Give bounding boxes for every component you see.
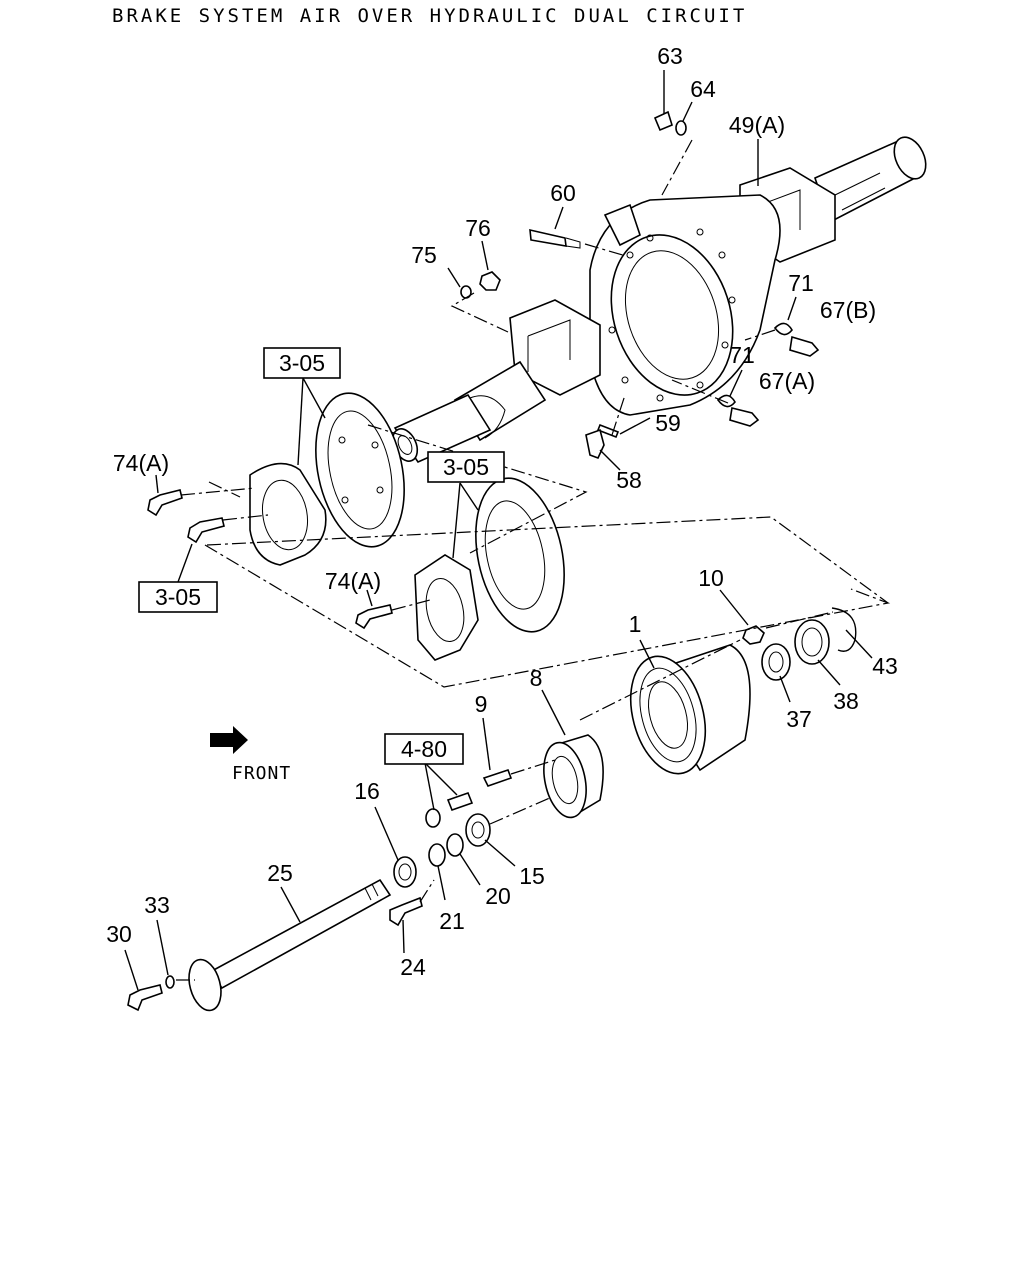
axle-flange	[188, 958, 222, 1012]
center-lines	[176, 139, 891, 981]
bolt-24	[389, 896, 423, 927]
ref-3-05-top: 3-05	[279, 350, 325, 376]
ref-box-3-05-top	[263, 347, 341, 379]
ref-4-80: 4-80	[401, 736, 447, 762]
bolt-67b	[789, 335, 820, 357]
hub-nut	[425, 808, 441, 828]
hub-bolt	[446, 791, 474, 812]
washer-33	[165, 975, 175, 989]
seal-16	[393, 856, 417, 888]
callout-15: 15	[519, 863, 545, 889]
ref-box-3-05-left	[138, 581, 218, 613]
bolt-67a	[729, 407, 760, 427]
callout-58: 58	[616, 467, 642, 493]
ref-3-05-left: 3-05	[155, 584, 201, 610]
callout-74a-mid: 74(A)	[325, 568, 381, 594]
callout-60: 60	[550, 180, 576, 206]
ref-3-05-mid: 3-05	[443, 454, 489, 480]
nut-10	[742, 625, 765, 645]
callout-63: 63	[657, 43, 683, 69]
callout-74a-top: 74(A)	[113, 450, 169, 476]
callout-20: 20	[485, 883, 511, 909]
bolt-74a-left	[187, 517, 225, 544]
brake-backing-assembly	[147, 392, 565, 661]
callout-labels: 63 64 49(A) 60 76 75 71 67(B) 71 67(A) 5…	[106, 43, 898, 980]
hub-drum-assembly	[389, 607, 857, 927]
axle-shaft-assembly	[127, 878, 392, 1012]
front-label: FRONT	[232, 763, 291, 784]
washer-64	[675, 120, 687, 136]
bearing-15	[465, 813, 491, 847]
bolt-74a-top	[147, 489, 183, 517]
bearing-37	[761, 643, 791, 681]
callout-21: 21	[439, 908, 465, 934]
callout-71-upper: 71	[788, 270, 814, 296]
seal-38	[794, 619, 830, 665]
callout-43: 43	[872, 653, 898, 679]
callout-25: 25	[267, 860, 293, 886]
front-indicator: FRONT	[210, 726, 291, 784]
stud-9	[482, 768, 513, 787]
callout-75: 75	[411, 242, 437, 268]
diagram-title: BRAKE SYSTEM AIR OVER HYDRAULIC DUAL CIR…	[112, 5, 747, 27]
front-arrow-icon	[210, 726, 248, 754]
nut-76	[479, 271, 501, 291]
sensor-60	[529, 228, 567, 247]
leader-lines	[124, 70, 873, 991]
callout-33: 33	[144, 892, 170, 918]
clip-71-upper	[773, 322, 793, 336]
ref-box-3-05-mid	[427, 451, 505, 483]
callout-76: 76	[465, 215, 491, 241]
callout-59: 59	[655, 410, 681, 436]
callout-38: 38	[833, 688, 859, 714]
fitting-58	[585, 428, 605, 460]
callout-8: 8	[530, 665, 543, 691]
callout-1: 1	[629, 611, 642, 637]
reference-boxes: 3-05 3-05 3-05 4-80	[138, 347, 505, 765]
callout-37: 37	[786, 706, 812, 732]
axle-shaft-25	[208, 878, 392, 990]
callout-24: 24	[400, 954, 426, 980]
washer-20	[446, 833, 464, 857]
callout-9: 9	[475, 691, 488, 717]
axle-housing	[391, 136, 927, 464]
plug-59	[596, 423, 620, 439]
bolt-63	[653, 110, 673, 132]
callout-30: 30	[106, 921, 132, 947]
callout-10: 10	[698, 565, 724, 591]
bolt-30	[127, 984, 163, 1012]
callout-16: 16	[354, 778, 380, 804]
ring-21	[428, 843, 446, 867]
snap-ring-43	[831, 607, 857, 652]
callout-64: 64	[690, 76, 716, 102]
ref-box-4-80	[384, 733, 464, 765]
callout-67a: 67(A)	[759, 368, 815, 394]
clip-71-lower	[716, 394, 736, 408]
callout-71-lower: 71	[729, 342, 755, 368]
callout-67b: 67(B)	[820, 297, 876, 323]
bolt-74a-mid	[355, 604, 393, 630]
callout-49a: 49(A)	[729, 112, 785, 138]
